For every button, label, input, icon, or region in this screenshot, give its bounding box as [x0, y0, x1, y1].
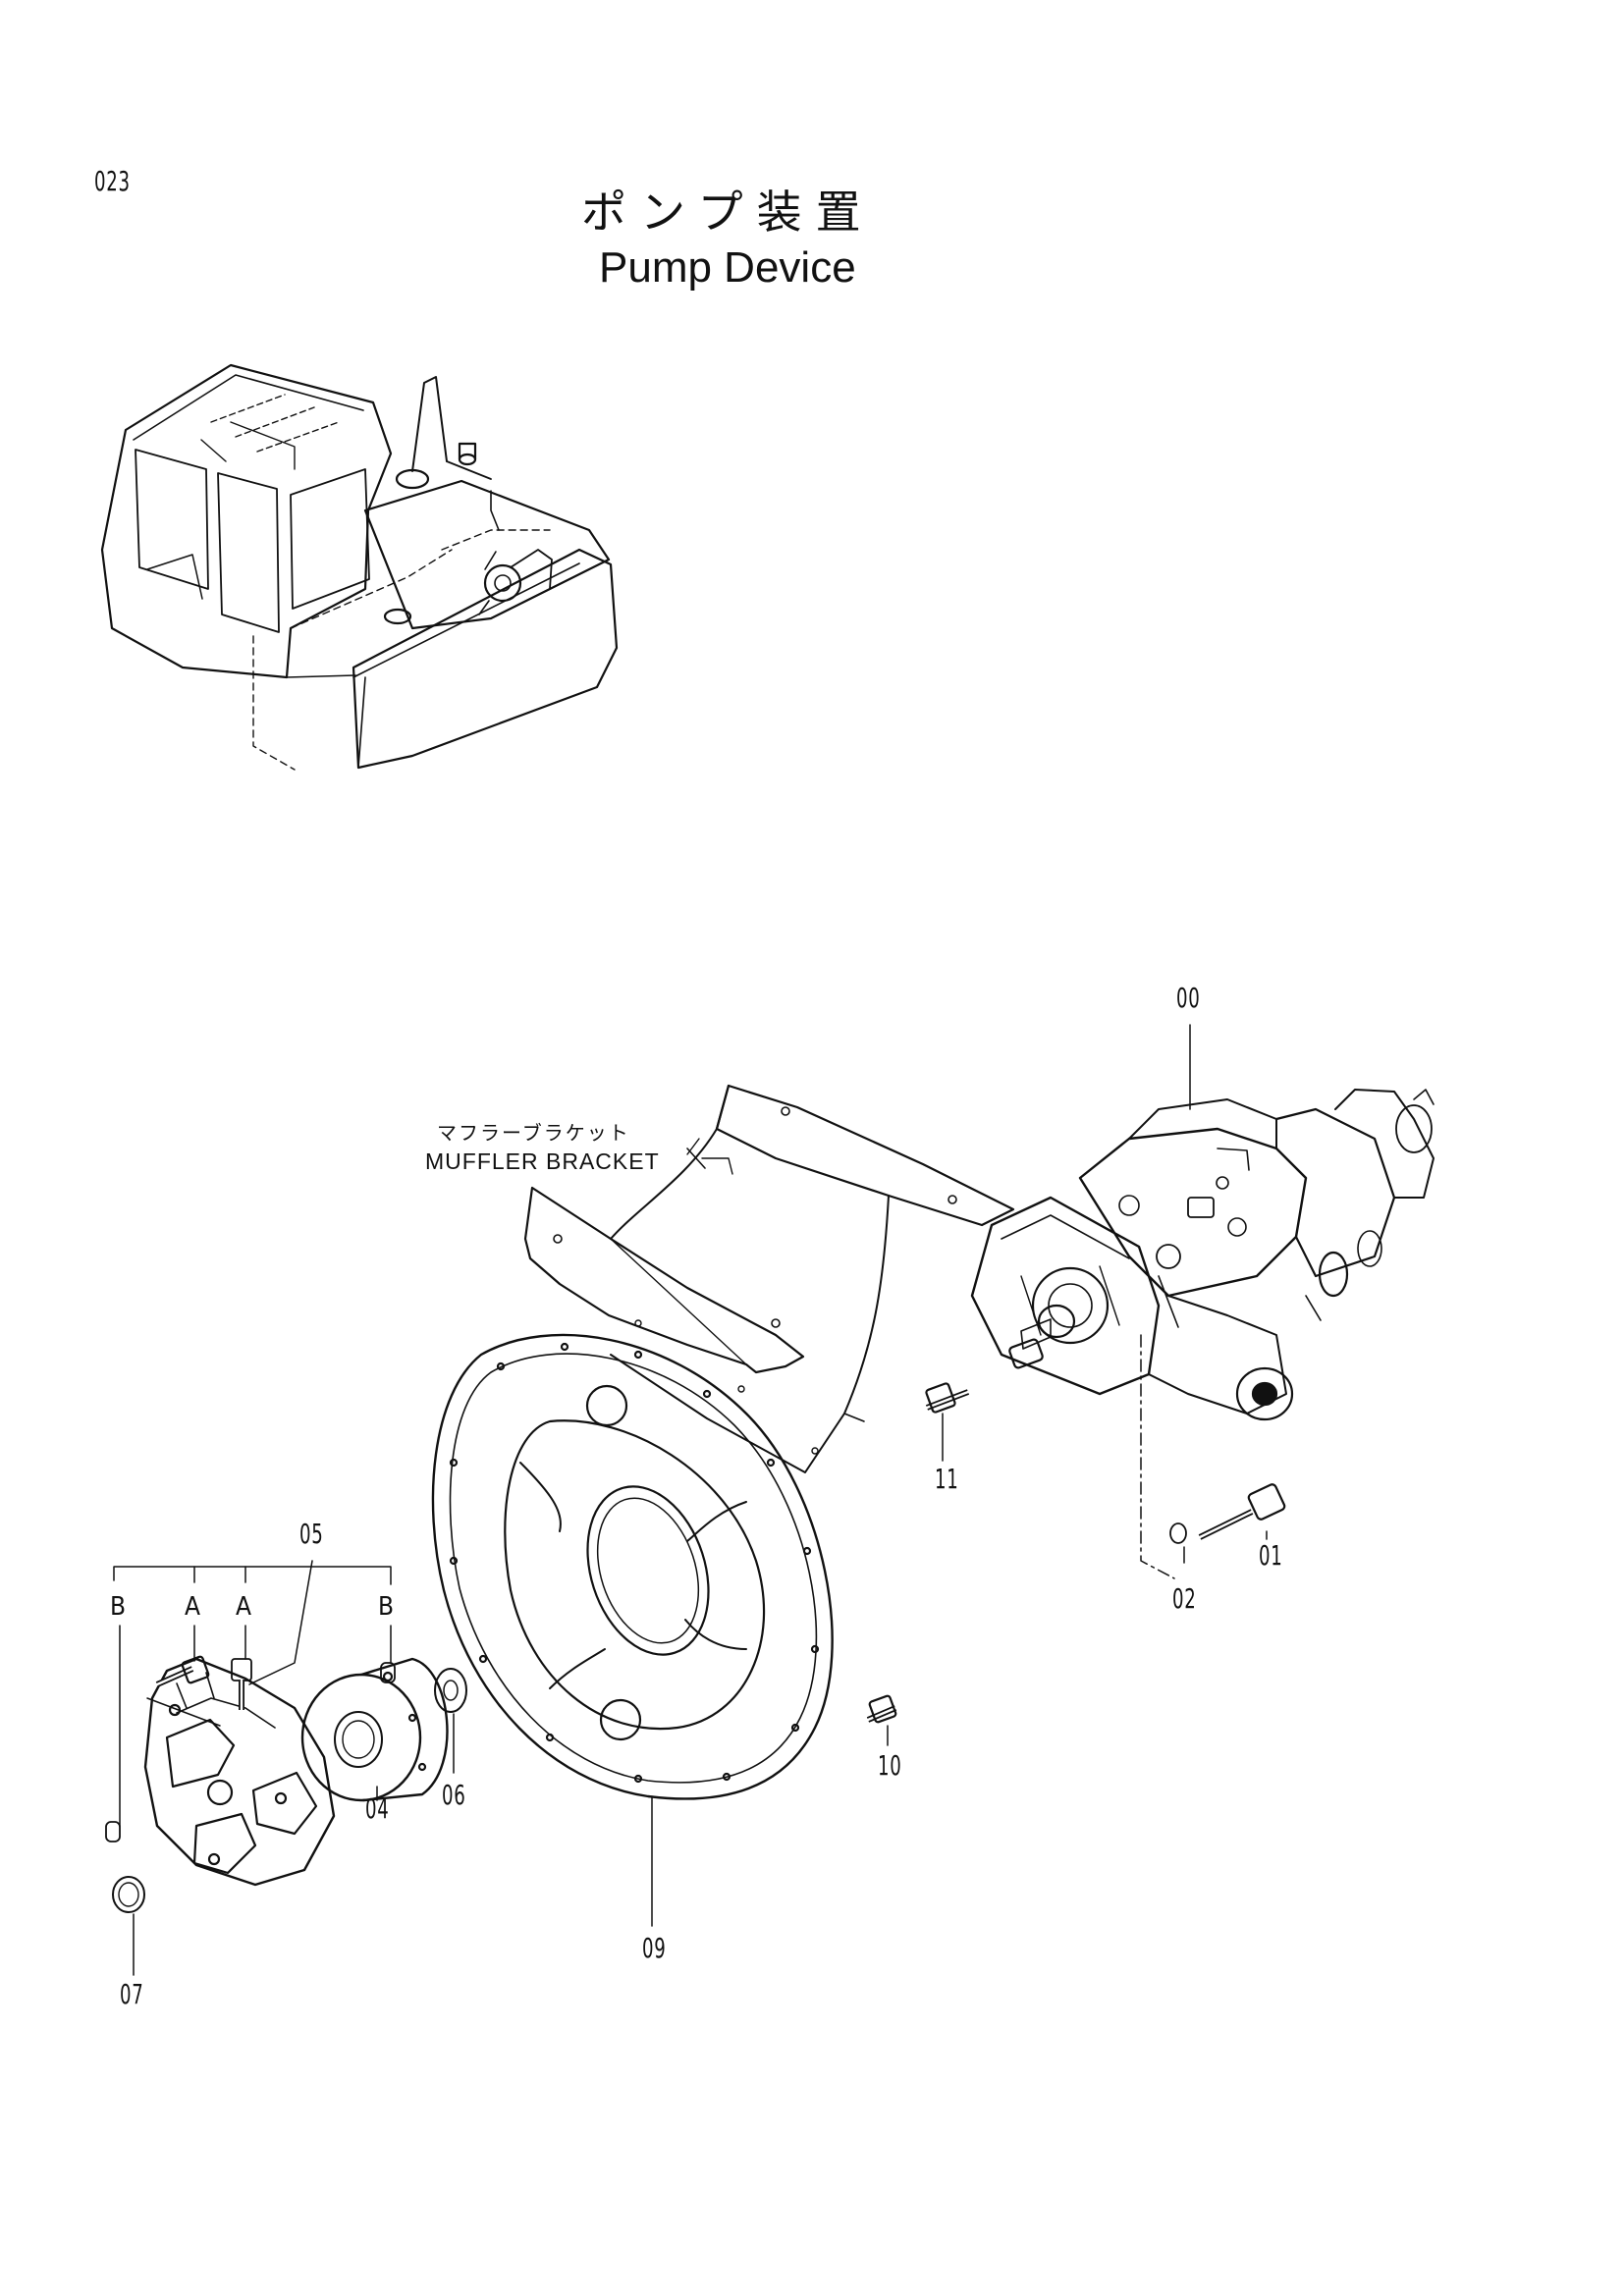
callout-11: 11: [935, 1463, 959, 1495]
small-parts: [105, 1382, 1286, 1913]
leader-lines: [113, 1024, 1268, 1976]
callout-01: 01: [1259, 1539, 1283, 1572]
callout-06: 06: [442, 1779, 466, 1811]
callout-10: 10: [878, 1749, 902, 1782]
muffler-bracket: [523, 1084, 1015, 1473]
callout-a-left: A: [185, 1592, 200, 1622]
callout-00: 00: [1176, 982, 1201, 1014]
flywheel-housing: [431, 1333, 834, 1800]
flange-hub: [300, 1657, 449, 1802]
callout-b-right: B: [378, 1592, 395, 1622]
title-japanese: ポンプ装置: [581, 186, 875, 239]
pump-assembly: [970, 1089, 1435, 1421]
muffler-bracket-label-en: MUFFLER BRACKET: [425, 1148, 660, 1174]
muffler-label-leader: [701, 1157, 733, 1175]
part-07-cap: [112, 1876, 145, 1913]
muffler-bracket-label-jp: マフラーブラケット: [437, 1121, 630, 1145]
callout-05: 05: [299, 1518, 324, 1550]
part-06-washer: [434, 1668, 467, 1713]
page-number: 023: [94, 165, 131, 197]
callout-02: 02: [1172, 1582, 1197, 1615]
callout-09: 09: [642, 1932, 667, 1964]
excavator-locator-illustration: [100, 363, 619, 771]
title-english: Pump Device: [599, 243, 856, 292]
callout-07: 07: [120, 1978, 144, 2010]
callout-a-right: A: [236, 1592, 251, 1622]
callout-b-left: B: [110, 1592, 127, 1622]
